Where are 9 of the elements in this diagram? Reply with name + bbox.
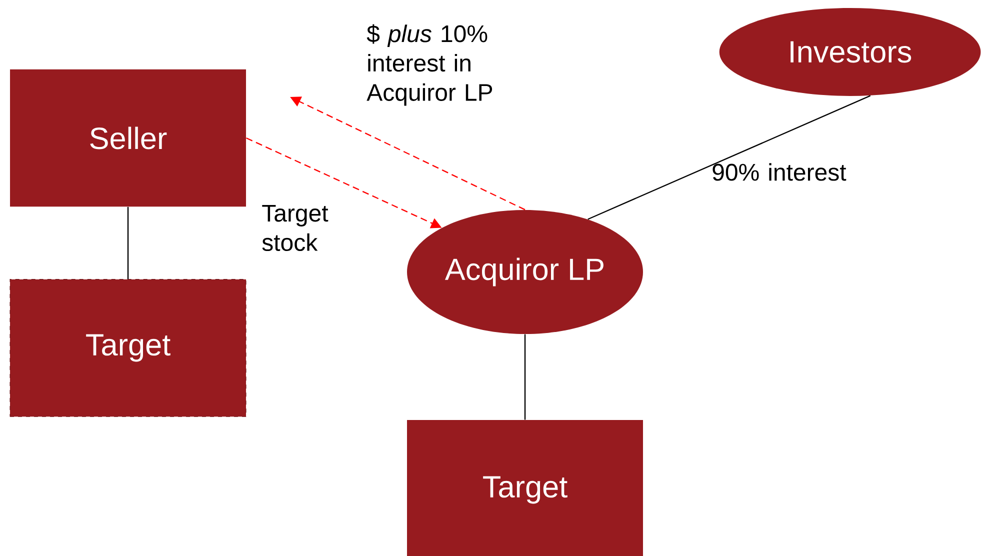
entity-box: Seller [10, 69, 246, 207]
edge-label: Target stock [262, 204, 328, 252]
entity-box: Target [10, 279, 246, 417]
edge-label: $ plus 10% interest in Acquiror LP [366, 24, 492, 106]
connector-line [127, 206, 129, 280]
connector-line [588, 95, 871, 220]
entity-box: Target [407, 420, 643, 556]
edge-label: 90% interest [712, 163, 846, 181]
connector-line [524, 334, 526, 420]
